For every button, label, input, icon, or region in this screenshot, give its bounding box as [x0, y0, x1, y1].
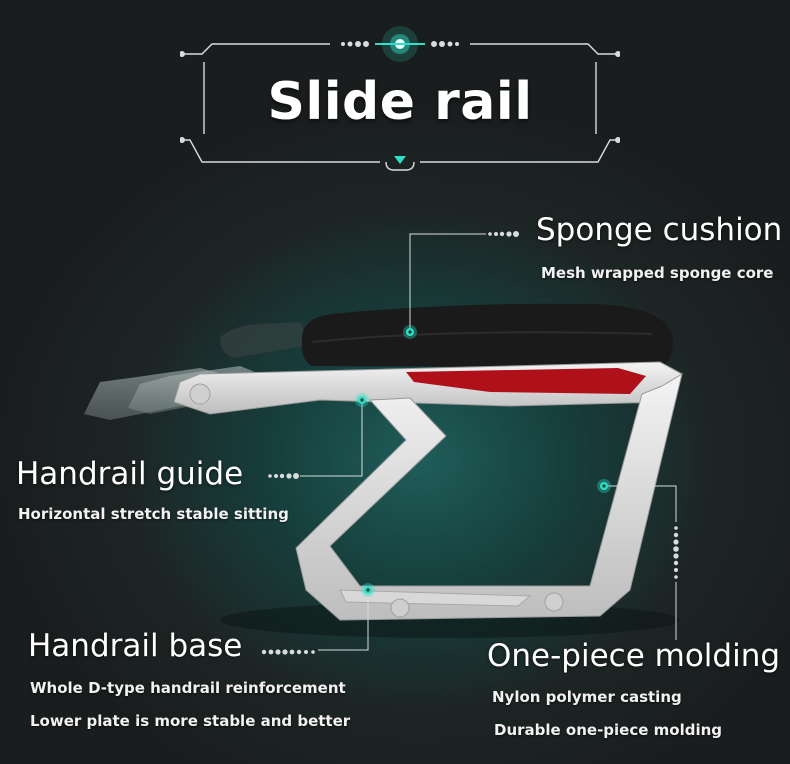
ghost-cushion [220, 322, 305, 358]
handrail-base-desc-1: Whole D-type handrail reinforcement [30, 679, 346, 697]
red-reflector [406, 368, 646, 394]
one-piece-molding-title: One-piece molding [487, 638, 781, 674]
sponge-cushion-desc: Mesh wrapped sponge core [541, 264, 774, 282]
teal-dot-marker-icon [355, 325, 611, 597]
sponge-cushion-shape [301, 303, 673, 368]
handrail-base-desc-2: Lower plate is more stable and better [30, 712, 351, 730]
one-piece-molding-desc-1: Nylon polymer casting [492, 688, 682, 706]
handrail-guide-title: Handrail guide [16, 456, 244, 492]
one-piece-molding-desc-2: Durable one-piece molding [494, 721, 723, 739]
armrest-illustration [84, 303, 683, 638]
page-title: Slide rail [267, 72, 533, 132]
title-frame-decoration [180, 26, 620, 171]
handrail-guide-desc: Horizontal stretch stable sitting [18, 505, 289, 523]
sponge-cushion-title: Sponge cushion [536, 212, 783, 248]
handrail-base-title: Handrail base [28, 628, 243, 664]
glow-orb-icon [375, 26, 425, 62]
handrail-d-frame [295, 372, 683, 621]
